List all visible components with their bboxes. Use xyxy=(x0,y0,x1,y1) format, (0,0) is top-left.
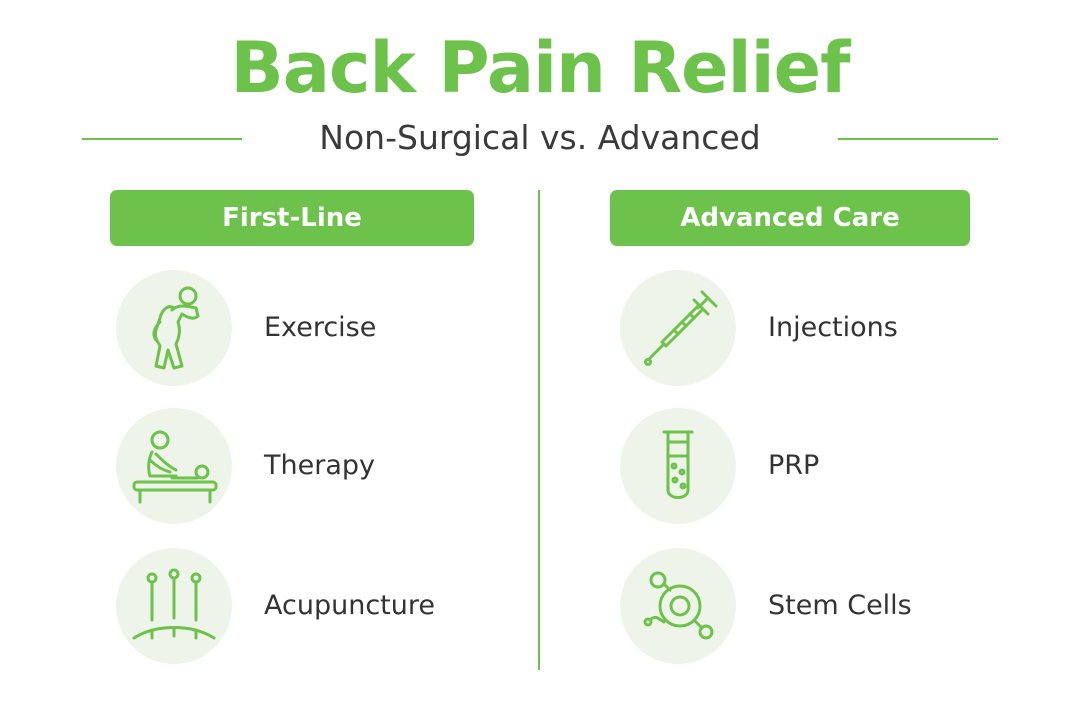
item-label: Injections xyxy=(768,312,898,343)
advanced-care-header: Advanced Care xyxy=(610,190,970,246)
test-tube-icon xyxy=(620,408,736,524)
subtitle-row: Non-Surgical vs. Advanced xyxy=(0,114,1080,162)
advanced-care-column: Advanced Care Injections xyxy=(610,190,970,664)
list-item-therapy: Therapy xyxy=(116,408,476,528)
page-title: Back Pain Relief xyxy=(230,27,850,109)
item-label: Stem Cells xyxy=(768,590,912,621)
massage-table-icon xyxy=(116,408,232,524)
syringe-icon xyxy=(620,270,736,386)
list-item-acupuncture: Acupuncture xyxy=(116,548,476,668)
item-label: PRP xyxy=(768,450,820,481)
item-label: Therapy xyxy=(264,450,375,481)
right-rule xyxy=(838,138,998,140)
acupuncture-needles-icon xyxy=(116,548,232,664)
first-line-header: First-Line xyxy=(110,190,474,246)
first-line-column: First-Line Exercise xyxy=(110,190,474,664)
item-label: Exercise xyxy=(264,312,377,343)
item-label: Acupuncture xyxy=(264,590,435,621)
left-rule xyxy=(82,138,242,140)
list-item-stem-cells: Stem Cells xyxy=(620,548,980,668)
page-subtitle: Non-Surgical vs. Advanced xyxy=(319,118,761,157)
list-item-exercise: Exercise xyxy=(116,270,476,390)
list-item-injections: Injections xyxy=(620,270,980,390)
cell-icon xyxy=(620,548,736,664)
column-divider xyxy=(538,190,540,670)
list-item-prp: PRP xyxy=(620,408,980,528)
stretching-person-icon xyxy=(116,270,232,386)
